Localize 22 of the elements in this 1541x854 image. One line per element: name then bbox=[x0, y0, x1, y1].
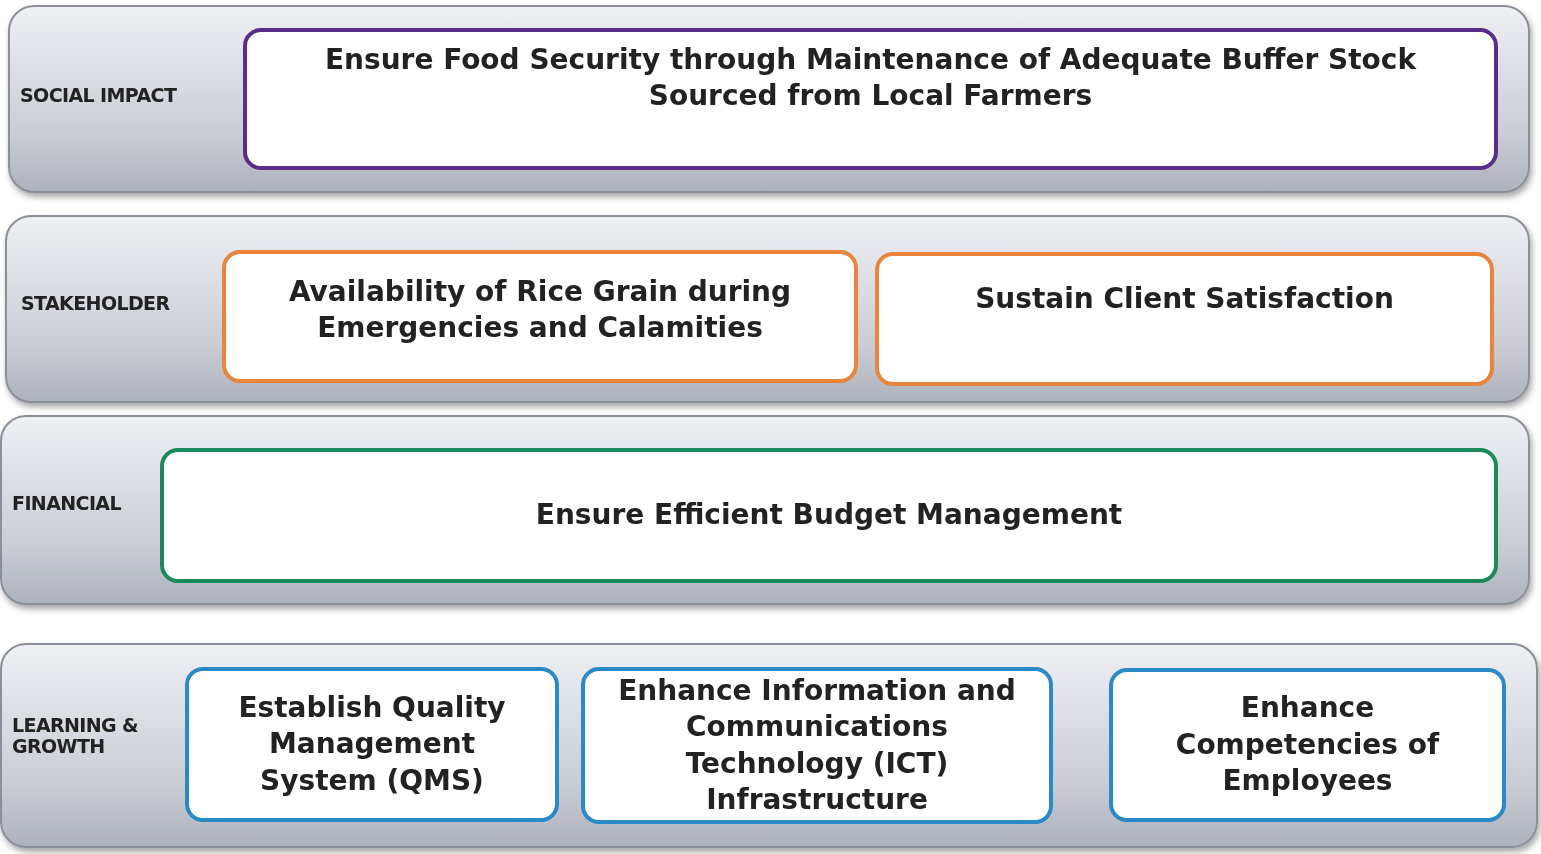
perspective-band bbox=[5, 215, 1530, 403]
band-heading: STAKEHOLDER bbox=[21, 293, 170, 314]
objective-box bbox=[1109, 668, 1506, 822]
objective-text: Ensure Efficient Budget Management bbox=[535, 497, 1123, 534]
objective-text: Enhance Competencies of Employees bbox=[1174, 690, 1441, 800]
objective-text: Availability of Rice Grain during Emergencies and Calamities bbox=[287, 274, 793, 347]
objective-text: Ensure Food Security through Maintenance of Adequate Buffer Stock Sourced from Local Farmers bbox=[323, 42, 1418, 115]
perspective-band bbox=[0, 643, 1538, 848]
objective-box bbox=[185, 667, 559, 822]
band-heading: FINANCIAL bbox=[12, 493, 121, 514]
objective-box bbox=[222, 250, 858, 383]
objective-box bbox=[160, 448, 1498, 583]
objective-box bbox=[875, 252, 1494, 386]
perspective-band bbox=[0, 415, 1530, 605]
objective-text: Establish Quality Management System (QMS) bbox=[237, 689, 507, 799]
objective-box bbox=[581, 667, 1053, 824]
objective-text: Sustain Client Satisfaction bbox=[975, 281, 1394, 317]
perspective-band bbox=[8, 5, 1530, 193]
band-heading: LEARNING & GROWTH bbox=[12, 715, 140, 757]
band-heading: SOCIAL IMPACT bbox=[20, 85, 177, 106]
objective-text: Enhance Information and Communications Technology (ICT) Infrastructure bbox=[617, 672, 1017, 818]
objective-box bbox=[243, 28, 1498, 170]
